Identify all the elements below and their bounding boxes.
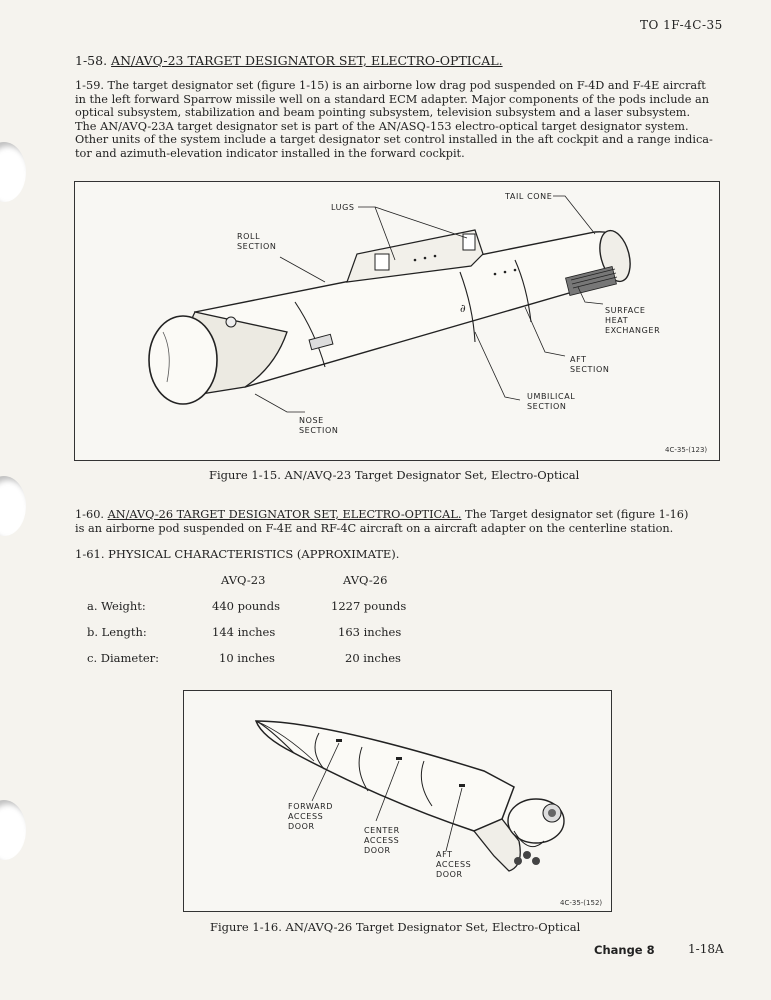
binder-hole-top (0, 142, 26, 202)
figure-caption-1-15: Figure 1-15. AN/AVQ-23 Target Designator… (209, 468, 580, 482)
length-avq23: 144 inches (212, 625, 276, 639)
paragraph-title: AN/AVQ-26 TARGET DESIGNATOR SET, ELECTRO… (107, 508, 462, 521)
row-label-length: b. Length: (87, 625, 147, 639)
page-number: 1-18A (688, 942, 724, 956)
paragraph-line: 1-60. AN/AVQ-26 TARGET DESIGNATOR SET, E… (75, 508, 725, 522)
figure-code: 4C-35-(152) (560, 899, 602, 907)
callout-aft-section-2: SECTION (570, 365, 609, 374)
callout-nose-section-1: NOSE (299, 416, 324, 425)
callout-nose-section-2: SECTION (299, 426, 338, 435)
callout-forward-door-1: FORWARD (288, 802, 333, 811)
callout-center-door-1: CENTER (364, 826, 400, 835)
callout-roll-section-1: ROLL (237, 232, 260, 241)
callout-lugs: LUGS (331, 203, 355, 212)
paragraph-line: optical subsystem, stabilization and bea… (75, 106, 691, 120)
diameter-avq23: 10 inches (219, 651, 275, 665)
callout-forward-door-3: DOOR (288, 822, 315, 831)
callout-center-door-2: ACCESS (364, 836, 399, 845)
paragraph-1-61-title: 1-61. PHYSICAL CHARACTERISTICS (APPROXIM… (75, 547, 400, 561)
length-avq26: 163 inches (338, 625, 402, 639)
column-header-avq23: AVQ-23 (221, 573, 266, 587)
callout-aft-door-1: AFT (436, 850, 453, 859)
change-number: Change 8 (594, 943, 655, 957)
figure-code: 4C-35-(123) (665, 446, 707, 454)
row-label-weight: a. Weight: (87, 599, 146, 613)
section-number: 1-58. (75, 53, 108, 68)
figure-1-15: ∂ LUGS TAIL CONE ROLL SECTION SURFACE HE… (74, 181, 720, 461)
paragraph-line: Other units of the system include a targ… (75, 133, 713, 147)
callout-aft-door-2: ACCESS (436, 860, 471, 869)
paragraph-line: tor and azimuth-elevation indicator inst… (75, 146, 465, 160)
callout-forward-door-2: ACCESS (288, 812, 323, 821)
document-id: TO 1F-4C-35 (640, 18, 723, 32)
binder-hole-bottom (0, 800, 26, 860)
column-header-avq26: AVQ-26 (343, 573, 388, 587)
paragraph-text: The Target designator set (figure 1-16) (461, 508, 689, 521)
pod-avq23-illustration: ∂ LUGS TAIL CONE ROLL SECTION SURFACE HE… (148, 192, 707, 454)
callout-umbilical-2: SECTION (527, 402, 566, 411)
section-title: AN/AVQ-23 TARGET DESIGNATOR SET, ELECTRO… (111, 53, 503, 68)
paragraph-1-60: 1-60. AN/AVQ-26 TARGET DESIGNATOR SET, E… (75, 508, 725, 535)
callout-aft-door-3: DOOR (436, 870, 463, 879)
row-label-diameter: c. Diameter: (87, 651, 160, 665)
paragraph-number: 1-60. (75, 508, 104, 521)
callout-tail-cone: TAIL CONE (504, 192, 552, 201)
weight-avq23: 440 pounds (212, 599, 280, 613)
figure-caption-1-16: Figure 1-16. AN/AVQ-26 Target Designator… (210, 920, 581, 934)
paragraph-line: The AN/AVQ-23A target designator set is … (75, 119, 689, 133)
binder-hole-middle (0, 476, 26, 536)
callout-center-door-3: DOOR (364, 846, 391, 855)
figure-1-16: FORWARD ACCESS DOOR CENTER ACCESS DOOR A… (183, 690, 612, 912)
weight-avq26: 1227 pounds (331, 599, 407, 613)
callout-umbilical-1: UMBILICAL (527, 392, 575, 401)
paragraph-line: 1-59. The target designator set (figure … (75, 79, 706, 92)
callout-aft-section-1: AFT (570, 355, 587, 364)
pod-avq26-illustration: FORWARD ACCESS DOOR CENTER ACCESS DOOR A… (254, 720, 602, 907)
callout-surface-1: SURFACE (605, 306, 646, 315)
callout-surface-2: HEAT (605, 316, 628, 325)
callout-surface-3: EXCHANGER (605, 326, 660, 335)
section-heading-1-58: 1-58. AN/AVQ-23 TARGET DESIGNATOR SET, E… (75, 53, 503, 68)
paragraph-line: in the left forward Sparrow missile well… (75, 92, 710, 106)
diameter-avq26: 20 inches (345, 651, 401, 665)
svg-text:∂: ∂ (460, 302, 466, 315)
paragraph-1-59: 1-59. The target designator set (figure … (75, 79, 725, 161)
callout-roll-section-2: SECTION (237, 242, 276, 251)
paragraph-line: is an airborne pod suspended on F-4E and… (75, 521, 674, 535)
